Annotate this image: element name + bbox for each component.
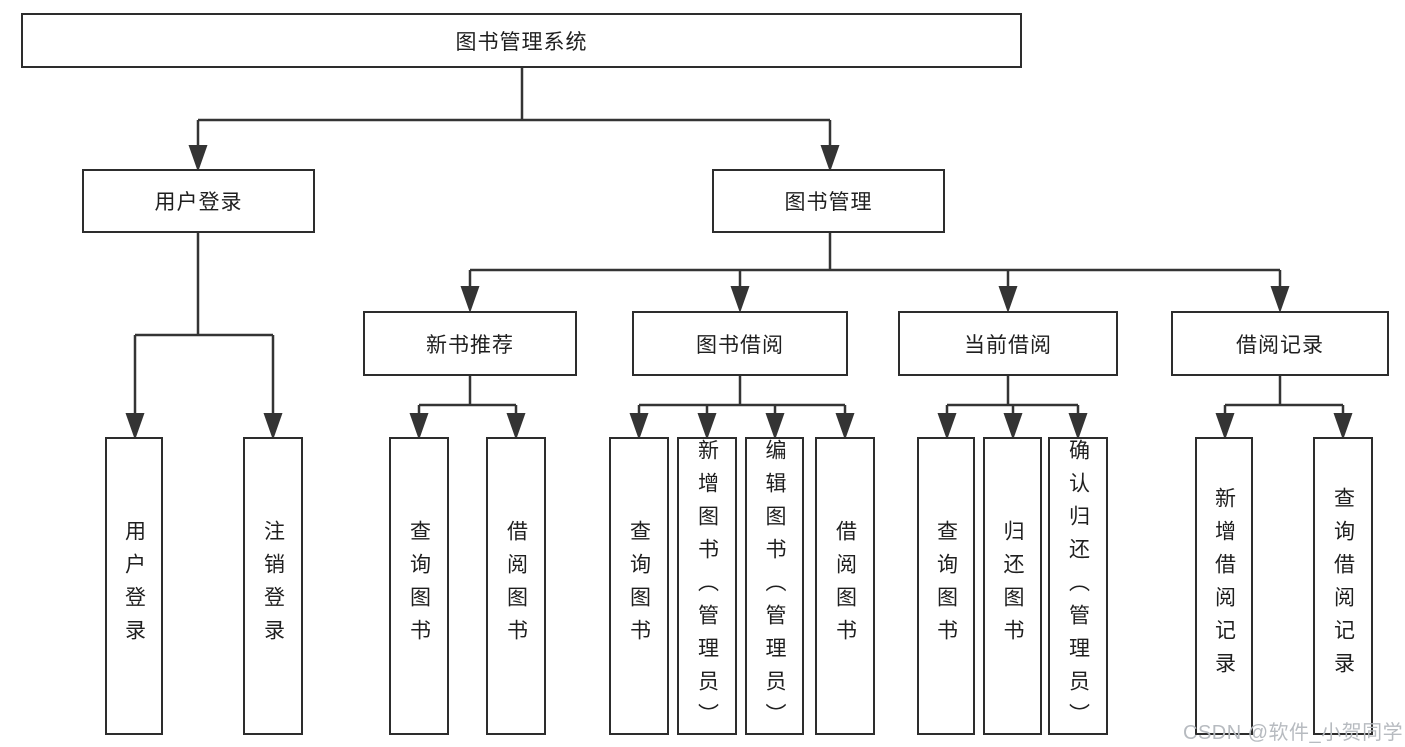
leaf-query-book-recommend: 查询图书 [389,437,449,735]
leaf-query-borrow-record-label: 查询借阅记录 [1331,487,1355,685]
leaf-query-book-current: 查询图书 [917,437,975,735]
node-book-management: 图书管理 [712,169,945,233]
connector-bookborrow-to-leaves [637,376,847,418]
node-user-login-label: 用户登录 [154,191,243,214]
arrowhead [998,286,1018,313]
connector-root-to-level2 [196,68,832,150]
leaf-add-borrow-record: 新增借阅记录 [1195,437,1253,735]
arrowhead [937,413,957,440]
arrowhead [1333,413,1353,440]
arrowhead [820,145,840,172]
node-current-borrow-label: 当前借阅 [964,333,1052,357]
leaf-query-book-borrow-label: 查询图书 [627,520,651,652]
leaf-add-book-admin: 新增图书（管理员） [677,437,737,736]
arrowhead [629,413,649,440]
node-book-borrow: 图书借阅 [632,311,848,376]
arrowhead [188,145,208,172]
node-book-borrow-label: 图书借阅 [696,333,784,357]
leaf-confirm-return-admin: 确认归还（管理员） [1048,437,1108,736]
arrowhead [125,413,145,440]
connector-userlogin-to-leaves [133,233,275,418]
leaf-add-book-admin-label: 新增图书（管理员） [695,439,719,736]
node-new-book-recommend-label: 新书推荐 [426,333,514,357]
arrowhead [460,286,480,313]
arrowhead [1003,413,1023,440]
leaf-query-book-borrow: 查询图书 [609,437,669,735]
leaf-edit-book-admin: 编辑图书（管理员） [745,437,804,736]
connector-newbookrec-to-leaves [417,376,518,418]
leaf-user-login-label: 用户登录 [122,520,146,652]
node-root-label: 图书管理系统 [455,30,588,54]
leaf-query-book-recommend-label: 查询图书 [407,520,431,652]
arrowhead [697,413,717,440]
leaf-borrow-book: 借阅图书 [815,437,875,735]
node-new-book-recommend: 新书推荐 [363,311,577,376]
arrowhead [1068,413,1088,440]
leaf-user-login: 用户登录 [105,437,163,735]
leaf-return-book: 归还图书 [983,437,1042,735]
leaf-return-book-label: 归还图书 [1001,520,1024,652]
arrowhead [409,413,429,440]
arrowhead [1215,413,1235,440]
leaf-add-borrow-record-label: 新增借阅记录 [1212,487,1236,685]
node-current-borrow: 当前借阅 [898,311,1118,376]
leaf-query-borrow-record: 查询借阅记录 [1313,437,1373,735]
connector-currentborrow-to-leaves [945,376,1080,418]
arrowhead [835,413,855,440]
node-root: 图书管理系统 [21,13,1022,68]
leaf-borrow-book-recommend-label: 借阅图书 [504,520,528,652]
csdn-watermark: CSDN @软件_小贺同学 [1183,722,1404,744]
arrowhead [1270,286,1290,313]
arrowhead [263,413,283,440]
leaf-borrow-book-label: 借阅图书 [833,520,857,652]
arrowhead [730,286,750,313]
node-book-management-label: 图书管理 [784,191,873,214]
leaf-confirm-return-admin-label: 确认归还（管理员） [1066,439,1090,736]
leaf-logout: 注销登录 [243,437,303,735]
node-borrow-records: 借阅记录 [1171,311,1389,376]
connector-borrowrecords-to-leaves [1223,376,1345,418]
leaf-borrow-book-recommend: 借阅图书 [486,437,546,735]
leaf-edit-book-admin-label: 编辑图书（管理员） [763,439,786,736]
connector-bookmgmt-to-level3 [468,233,1282,291]
leaf-query-book-current-label: 查询图书 [934,520,958,652]
leaf-logout-label: 注销登录 [261,520,285,652]
node-user-login: 用户登录 [82,169,315,233]
node-borrow-records-label: 借阅记录 [1236,333,1324,357]
arrowhead [506,413,526,440]
arrowhead [765,413,785,440]
arrowheads [125,145,1353,440]
